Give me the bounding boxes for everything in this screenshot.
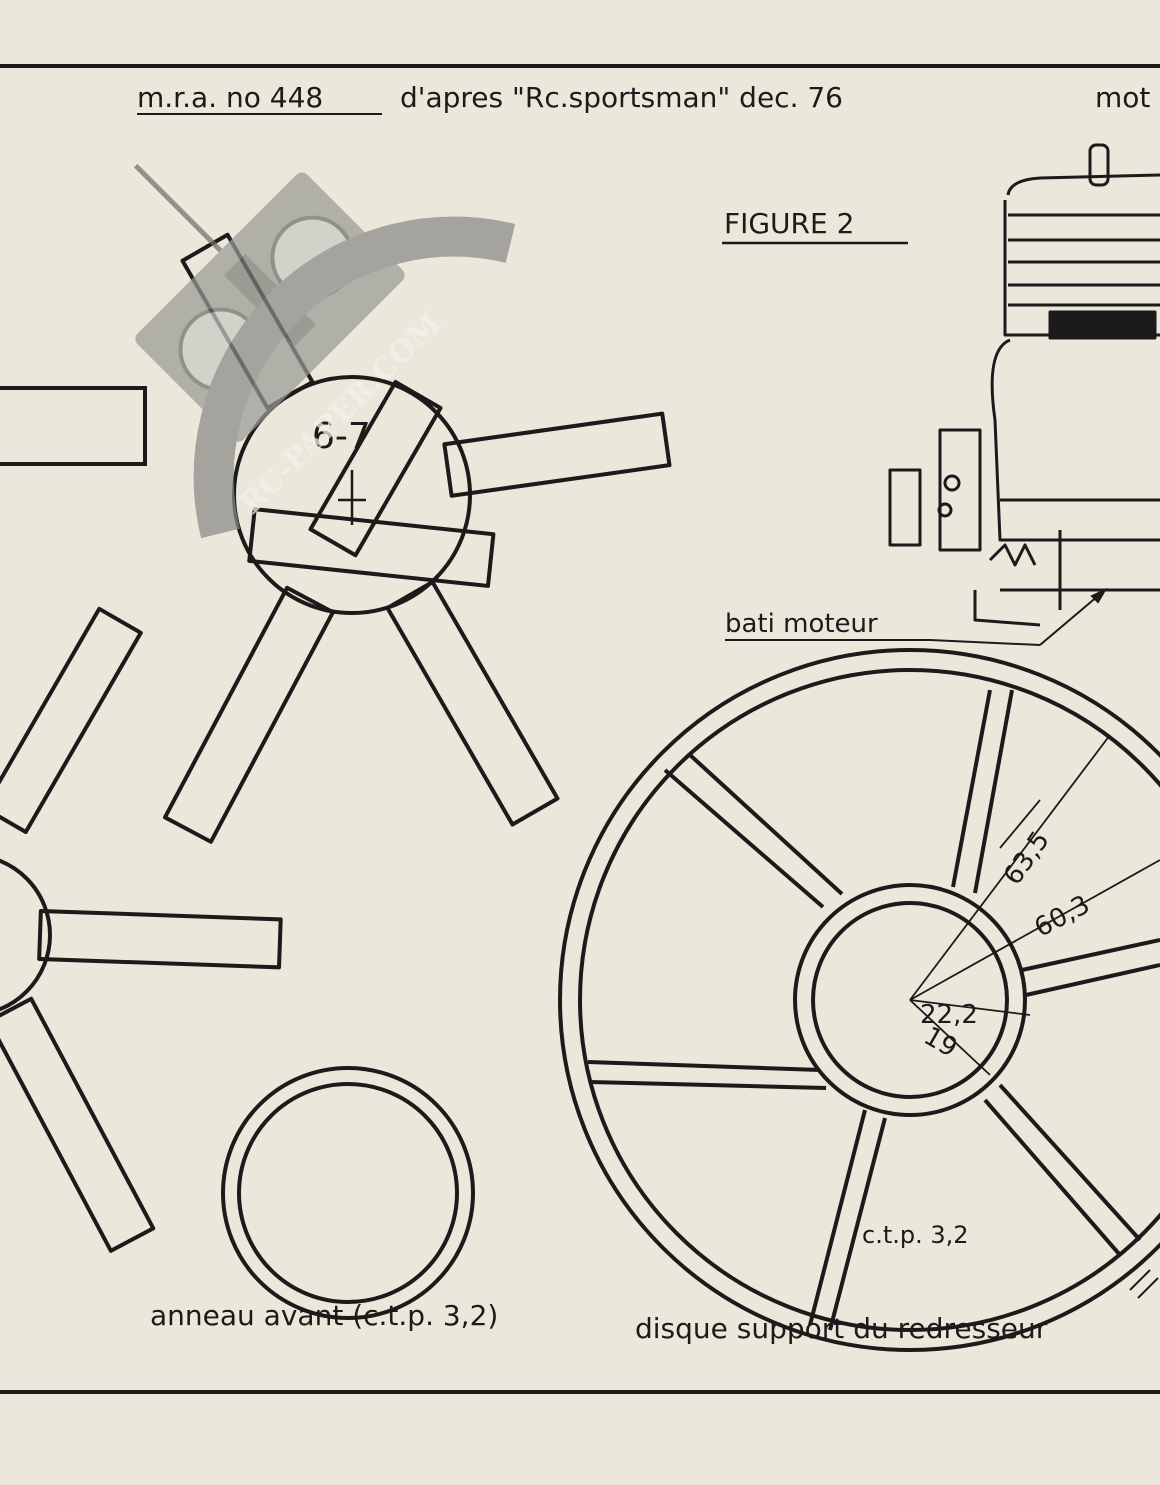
front-ring <box>221 1066 475 1320</box>
support-disc-spokes <box>587 689 1160 1331</box>
registration-mark <box>1129 1269 1159 1299</box>
caption-front-ring: anneau avant (c.t.p. 3,2) <box>150 1299 498 1332</box>
engine-drawing-icon <box>888 143 1160 627</box>
support-disc <box>558 648 1160 1352</box>
header-ref: m.r.a. no 448 <box>137 81 323 114</box>
caption-support-disc: disque support du redresseur <box>635 1312 1048 1345</box>
left-strip <box>0 386 147 466</box>
engine-mount-label: bati moteur <box>725 609 878 639</box>
header-source: d'apres "Rc.sportsman" dec. 76 <box>400 81 843 114</box>
figure-title: FIGURE 2 <box>724 207 854 240</box>
dimension-63-5: 63,5 <box>998 826 1056 891</box>
part-6-7-star <box>162 232 672 844</box>
dimension-60-3: 60,3 <box>1030 890 1095 944</box>
header-section: mot <box>1095 81 1150 114</box>
star-center-mark <box>338 470 366 525</box>
dimension-22-2: 22,2 <box>920 1000 978 1030</box>
dimension-leaders <box>909 734 1160 1076</box>
material-label: c.t.p. 3,2 <box>862 1221 969 1249</box>
part-label: 6-7 <box>312 416 371 457</box>
engine-mount-leader <box>725 587 1108 646</box>
partial-star-left <box>0 606 283 1253</box>
